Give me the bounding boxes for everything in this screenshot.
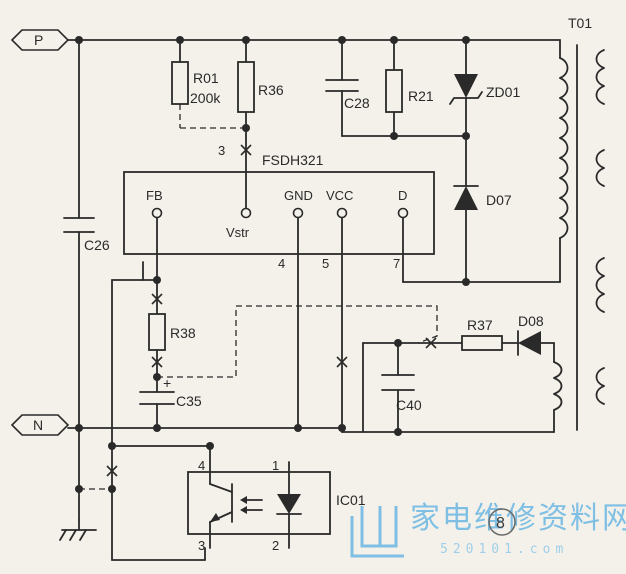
transformer-t01: T01 [402,15,605,431]
pin-d [397,207,409,219]
secondary-winding-3 [595,257,605,313]
c40-label: C40 [396,397,422,413]
terminal-p-label: P [34,32,43,48]
ic-body [123,171,435,255]
d07-label: D07 [486,192,512,208]
pin-d-label: D [398,188,407,203]
wire-r01-dashed [179,104,246,129]
junction-dots [75,36,470,493]
resistor-r37: R37 [461,317,519,351]
terminal-n: N [10,414,70,436]
r01-value: 200k [190,90,221,106]
r37-label: R37 [467,317,493,333]
pin-vstr [240,207,252,219]
wire-aux-top [362,342,463,433]
watermark-text: 家电维修资料网 [410,501,626,536]
ic01-pin1: 1 [272,458,279,473]
badge-number: 8 [496,515,505,532]
diode-d08: D08 [517,313,555,356]
wire-dashed-mod [157,305,438,378]
terminal-n-shape [10,414,70,436]
secondary-winding-1 [595,49,605,105]
capacitor-c28: C28 [325,39,370,137]
wire-lower [79,445,211,490]
secondary-winding-2 [595,149,605,187]
cut-mark-pin3 [240,144,252,156]
secondary-winding-4 [595,367,605,405]
pin3-number: 3 [218,143,225,158]
wire-rail-n [67,427,555,433]
r38-label: R38 [170,325,196,341]
ic-name: FSDH321 [262,152,324,168]
ic-fsdh321: FSDH321 FB Vstr GND VCC D 4 5 7 [123,152,435,271]
zener-zd01: ZD01 [449,39,520,187]
ic01-label: IC01 [336,492,366,508]
watermark-url: 520101.com [440,542,568,557]
c28-label: C28 [344,95,370,111]
pin-fb [151,207,163,219]
wire-fb-network [111,261,206,561]
r21-label: R21 [408,88,434,104]
t01-label: T01 [568,15,592,31]
optocoupler-ic01: IC01 4 1 3 2 [187,458,366,553]
pin-vcc [336,207,348,219]
pin-gnd-label: GND [284,188,313,203]
pin4-number: 4 [278,256,285,271]
capacitor-c26: C26 [63,217,110,253]
ic01-pin2: 2 [272,538,279,553]
wire-rail-p [67,39,561,59]
cut-marks-fb [151,293,163,368]
d08-label: D08 [518,313,544,329]
diode-d07: D07 [453,185,512,283]
r01-label: R01 [193,70,219,86]
pin-gnd [292,207,304,219]
ic01-pin3: 3 [198,538,205,553]
pin5-number: 5 [322,256,329,271]
pin-fb-label: FB [146,188,163,203]
r36-label: R36 [258,82,284,98]
terminal-p: P [10,29,70,51]
pin-vcc-label: VCC [326,188,353,203]
terminal-n-label: N [33,417,43,433]
ic01-pin4: 4 [198,458,205,473]
c26-label: C26 [84,237,110,253]
cut-mark-aux [336,337,437,368]
aux-winding [553,342,563,433]
c35-label: C35 [176,393,202,409]
watermark: 家电维修资料网 520101.com 8 [350,501,626,558]
resistor-r01: R01 200k [171,39,221,106]
zd01-label: ZD01 [486,84,520,100]
resistor-r21: R21 [385,39,434,137]
capacitor-c40: C40 [381,374,422,413]
primary-winding [559,57,569,239]
badge-circle [488,508,516,536]
c35-polarity: + [163,375,171,391]
pin-vstr-label: Vstr [226,225,250,240]
watermark-logo-icon [350,506,404,558]
ground-symbol [59,519,97,541]
capacitor-c35: + C35 [139,375,202,429]
pin7-number: 7 [393,256,400,271]
resistor-r38: R38 [148,313,196,393]
ic01-body [187,471,331,535]
